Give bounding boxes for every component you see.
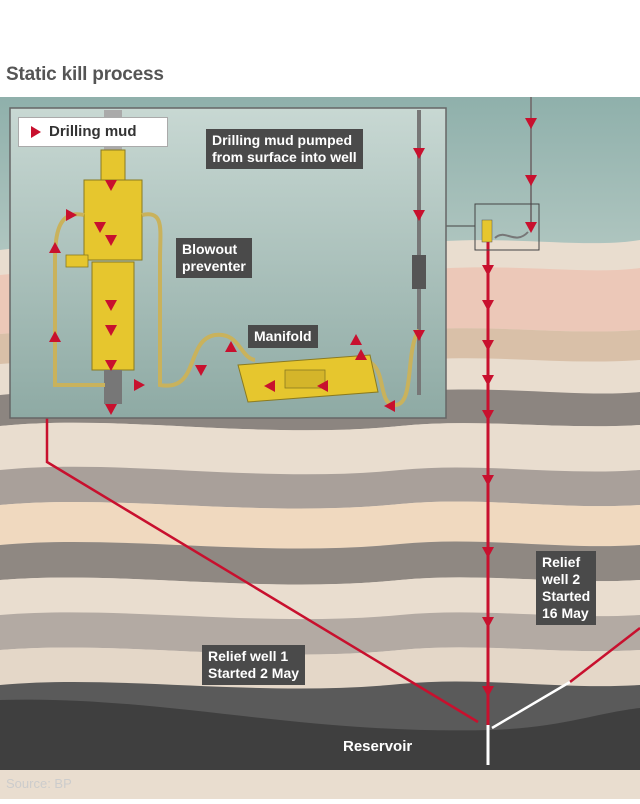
pumped-label: Drilling mud pumped from surface into we… [206, 129, 363, 169]
diagram-title: Static kill process [6, 64, 164, 85]
legend-label: Drilling mud [49, 123, 137, 140]
seabed-bop-locator [474, 203, 540, 251]
legend: Drilling mud [18, 117, 168, 147]
blowout-preventer-label: Blowout preventer [176, 238, 252, 278]
relief-well-2-label: Relief well 2 Started 16 May [536, 551, 597, 625]
relief-well-1-label: Relief well 1 Started 2 May [202, 645, 306, 685]
legend-marker-icon [31, 126, 41, 138]
relief-well-1 [45, 418, 479, 724]
main-well-arrows [482, 118, 537, 697]
relief-well-2 [569, 627, 640, 683]
inset-arrows [49, 148, 425, 415]
reservoir-label: Reservoir [343, 738, 413, 755]
manifold-label: Manifold [248, 325, 318, 348]
source-credit: Source: BP [6, 776, 72, 791]
